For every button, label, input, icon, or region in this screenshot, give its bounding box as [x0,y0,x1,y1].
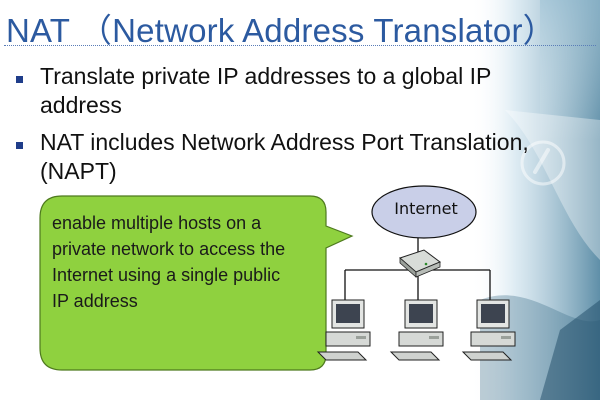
bullet-item: Translate private IP addresses to a glob… [14,62,554,120]
callout-text: enable multiple hosts on a private netwo… [52,213,286,311]
bullet-list: Translate private IP addresses to a glob… [14,62,554,194]
internet-label: Internet [394,199,458,218]
router-icon [399,249,441,278]
internet-cloud [371,185,477,239]
bullet-text: NAT includes Network Address Port Transl… [40,129,529,184]
bullet-square-icon [16,142,23,149]
callout-shape [39,195,354,371]
host-computer-icon [316,299,371,361]
host-computer-icon [461,299,516,361]
decorative-logo-icon [520,140,566,186]
bullet-text: Translate private IP addresses to a glob… [40,63,491,118]
slide-title: NAT （Network Address Translator） [6,12,556,49]
bullet-item: NAT includes Network Address Port Transl… [14,128,554,186]
host-computer-icon [389,299,444,361]
title-divider [4,45,596,46]
bullet-square-icon [16,76,23,83]
